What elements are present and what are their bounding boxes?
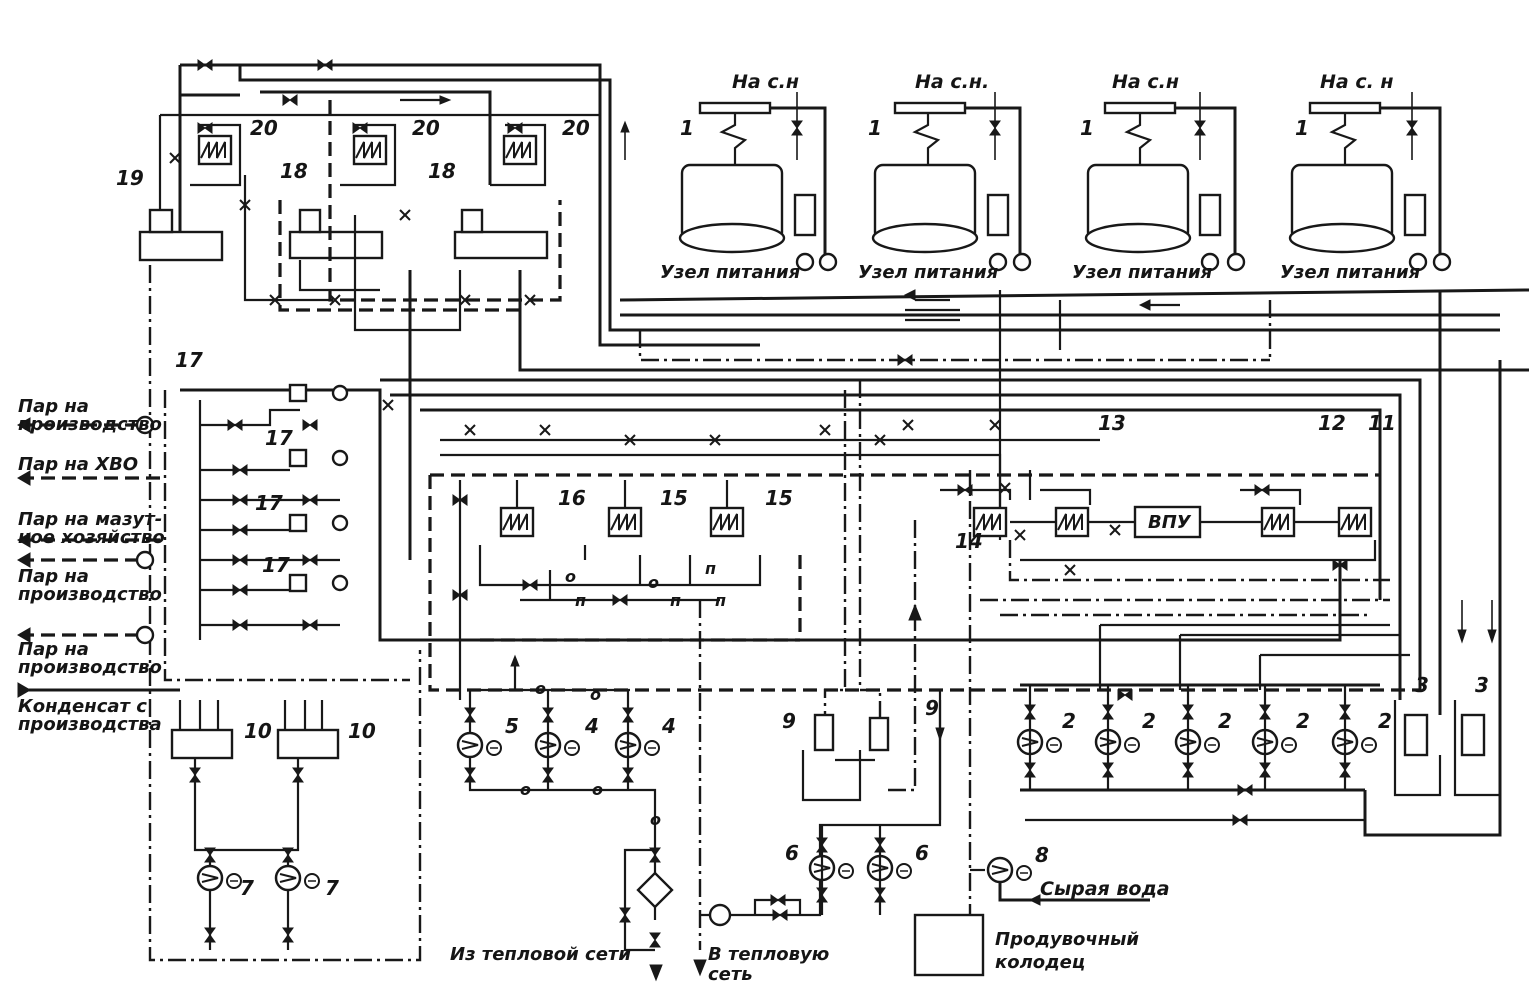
label-nas-n-2: На с.н. — [915, 71, 989, 93]
boiler-4 — [1288, 101, 1427, 254]
label-7-a: 7 — [240, 876, 254, 900]
condensate-tanks — [170, 700, 340, 950]
boiler-number-2: 1 — [868, 116, 882, 140]
letter-o-6: о — [592, 780, 603, 799]
tank-10-left — [170, 728, 234, 760]
label-10-a: 10 — [244, 719, 272, 743]
label-par-hvo: Пар на ХВО — [18, 454, 138, 475]
blowdown-well — [913, 913, 985, 977]
label-uzel-pitaniya-3: Узел питания — [1072, 262, 1213, 283]
label-14: 14 — [955, 529, 983, 553]
label-15-b: 15 — [765, 486, 793, 510]
label-13: 13 — [1098, 411, 1126, 435]
label-19: 19 — [116, 166, 144, 190]
label-2-a: 2 — [1062, 709, 1076, 733]
label-par-proizvodstvo-1a: Пар на — [18, 396, 89, 417]
label-20-b: 20 — [412, 116, 440, 140]
label-set: сеть — [708, 964, 753, 985]
label-10-b: 10 — [348, 719, 376, 743]
label-4-a: 4 — [584, 714, 599, 738]
label-4-b: 4 — [661, 714, 676, 738]
label-9-b: 9 — [925, 696, 939, 720]
label-12: 12 — [1318, 411, 1346, 435]
label-par-proizvodstvo-2a: Пар на — [18, 566, 89, 587]
deaerator-18-right — [453, 230, 549, 260]
letter-p-2: п — [575, 591, 586, 610]
label-uzel-pitaniya-2: Узел питания — [858, 262, 999, 283]
label-17-a: 17 — [175, 348, 203, 372]
letter-o-3: о — [535, 679, 546, 698]
letter-o-7: о — [650, 810, 661, 829]
deaerator-19 — [138, 230, 224, 262]
boiler-number-3: 1 — [1080, 116, 1094, 140]
letter-o-5: о — [520, 780, 531, 799]
label-3-a: 3 — [1415, 673, 1429, 697]
label-20-a: 20 — [250, 116, 278, 140]
label-18-a: 18 — [280, 159, 308, 183]
blowdown-separators — [801, 380, 985, 977]
label-2-b: 2 — [1142, 709, 1156, 733]
label-par-proizvodstvo-1b: производство — [18, 414, 162, 435]
label-kondensat-a: Конденсат с — [18, 696, 147, 717]
pump-3-right — [1460, 713, 1486, 757]
deaerator-18-left — [288, 230, 384, 260]
boiler-units — [678, 92, 1452, 272]
main-headers — [148, 265, 1529, 962]
label-6-b: 6 — [915, 841, 929, 865]
label-17-c: 17 — [255, 491, 283, 515]
label-15-a: 15 — [660, 486, 688, 510]
label-uzel-pitaniya-4: Узел питания — [1280, 262, 1421, 283]
label-produvochny: Продувочный — [995, 929, 1139, 950]
label-16: 16 — [558, 486, 586, 510]
letter-p-4: п — [715, 591, 726, 610]
label-11: 11 — [1368, 411, 1396, 435]
left-steam-outlets — [17, 383, 349, 698]
label-par-proizvodstvo-3b: производство — [18, 657, 162, 678]
tank-10-right — [276, 728, 340, 760]
label-par-mazut-a: Пар на мазут- — [18, 509, 162, 530]
network-heaters — [452, 480, 802, 920]
label-v-teplovuyu: В тепловую — [708, 944, 829, 965]
label-par-proizvodstvo-3a: Пар на — [18, 639, 89, 660]
boiler-1 — [678, 101, 817, 254]
label-3-b: 3 — [1475, 673, 1489, 697]
deaerator-block — [138, 59, 1500, 347]
boiler-2 — [871, 101, 1010, 254]
feed-pumps — [970, 290, 1502, 906]
label-par-mazut-b: ное хозяйство — [18, 527, 165, 548]
letter-p-1: п — [705, 559, 716, 578]
label-2-d: 2 — [1296, 709, 1310, 733]
letter-o-2: о — [648, 573, 659, 592]
letter-o-4: о — [590, 685, 601, 704]
label-par-proizvodstvo-2b: производство — [18, 584, 162, 605]
label-18-b: 18 — [428, 159, 456, 183]
label-2-e: 2 — [1378, 709, 1392, 733]
label-20-c: 20 — [562, 116, 590, 140]
label-uzel-pitaniya-1: Узел питания — [660, 262, 801, 283]
water-treatment-train — [940, 470, 1410, 690]
label-7-b: 7 — [325, 876, 339, 900]
label-iz-teplovoy-seti: Из тепловой сети — [450, 944, 631, 965]
label-nas-n-3: На с.н — [1112, 71, 1179, 93]
label-17-d: 17 — [262, 553, 290, 577]
boiler-number-4: 1 — [1295, 116, 1309, 140]
letter-p-3: п — [670, 591, 681, 610]
label-9-a: 9 — [782, 709, 796, 733]
label-2-c: 2 — [1218, 709, 1232, 733]
boiler-number-1: 1 — [680, 116, 694, 140]
label-nas-n-4: На с. н — [1320, 71, 1394, 93]
label-syraya-voda: Сырая вода — [1040, 878, 1170, 900]
label-8: 8 — [1035, 843, 1049, 867]
label-17-b: 17 — [265, 426, 293, 450]
label-5: 5 — [505, 714, 519, 738]
label-6-a: 6 — [785, 841, 799, 865]
label-nas-n-1: На с.н — [732, 71, 799, 93]
label-kolodets: колодец — [995, 952, 1085, 973]
vpu-unit — [1133, 505, 1202, 539]
label-vpu: ВПУ — [1148, 512, 1192, 533]
letter-o-1: о — [565, 567, 576, 586]
label-kondensat-b: производства — [18, 714, 162, 735]
pump-3-left — [1403, 713, 1429, 757]
